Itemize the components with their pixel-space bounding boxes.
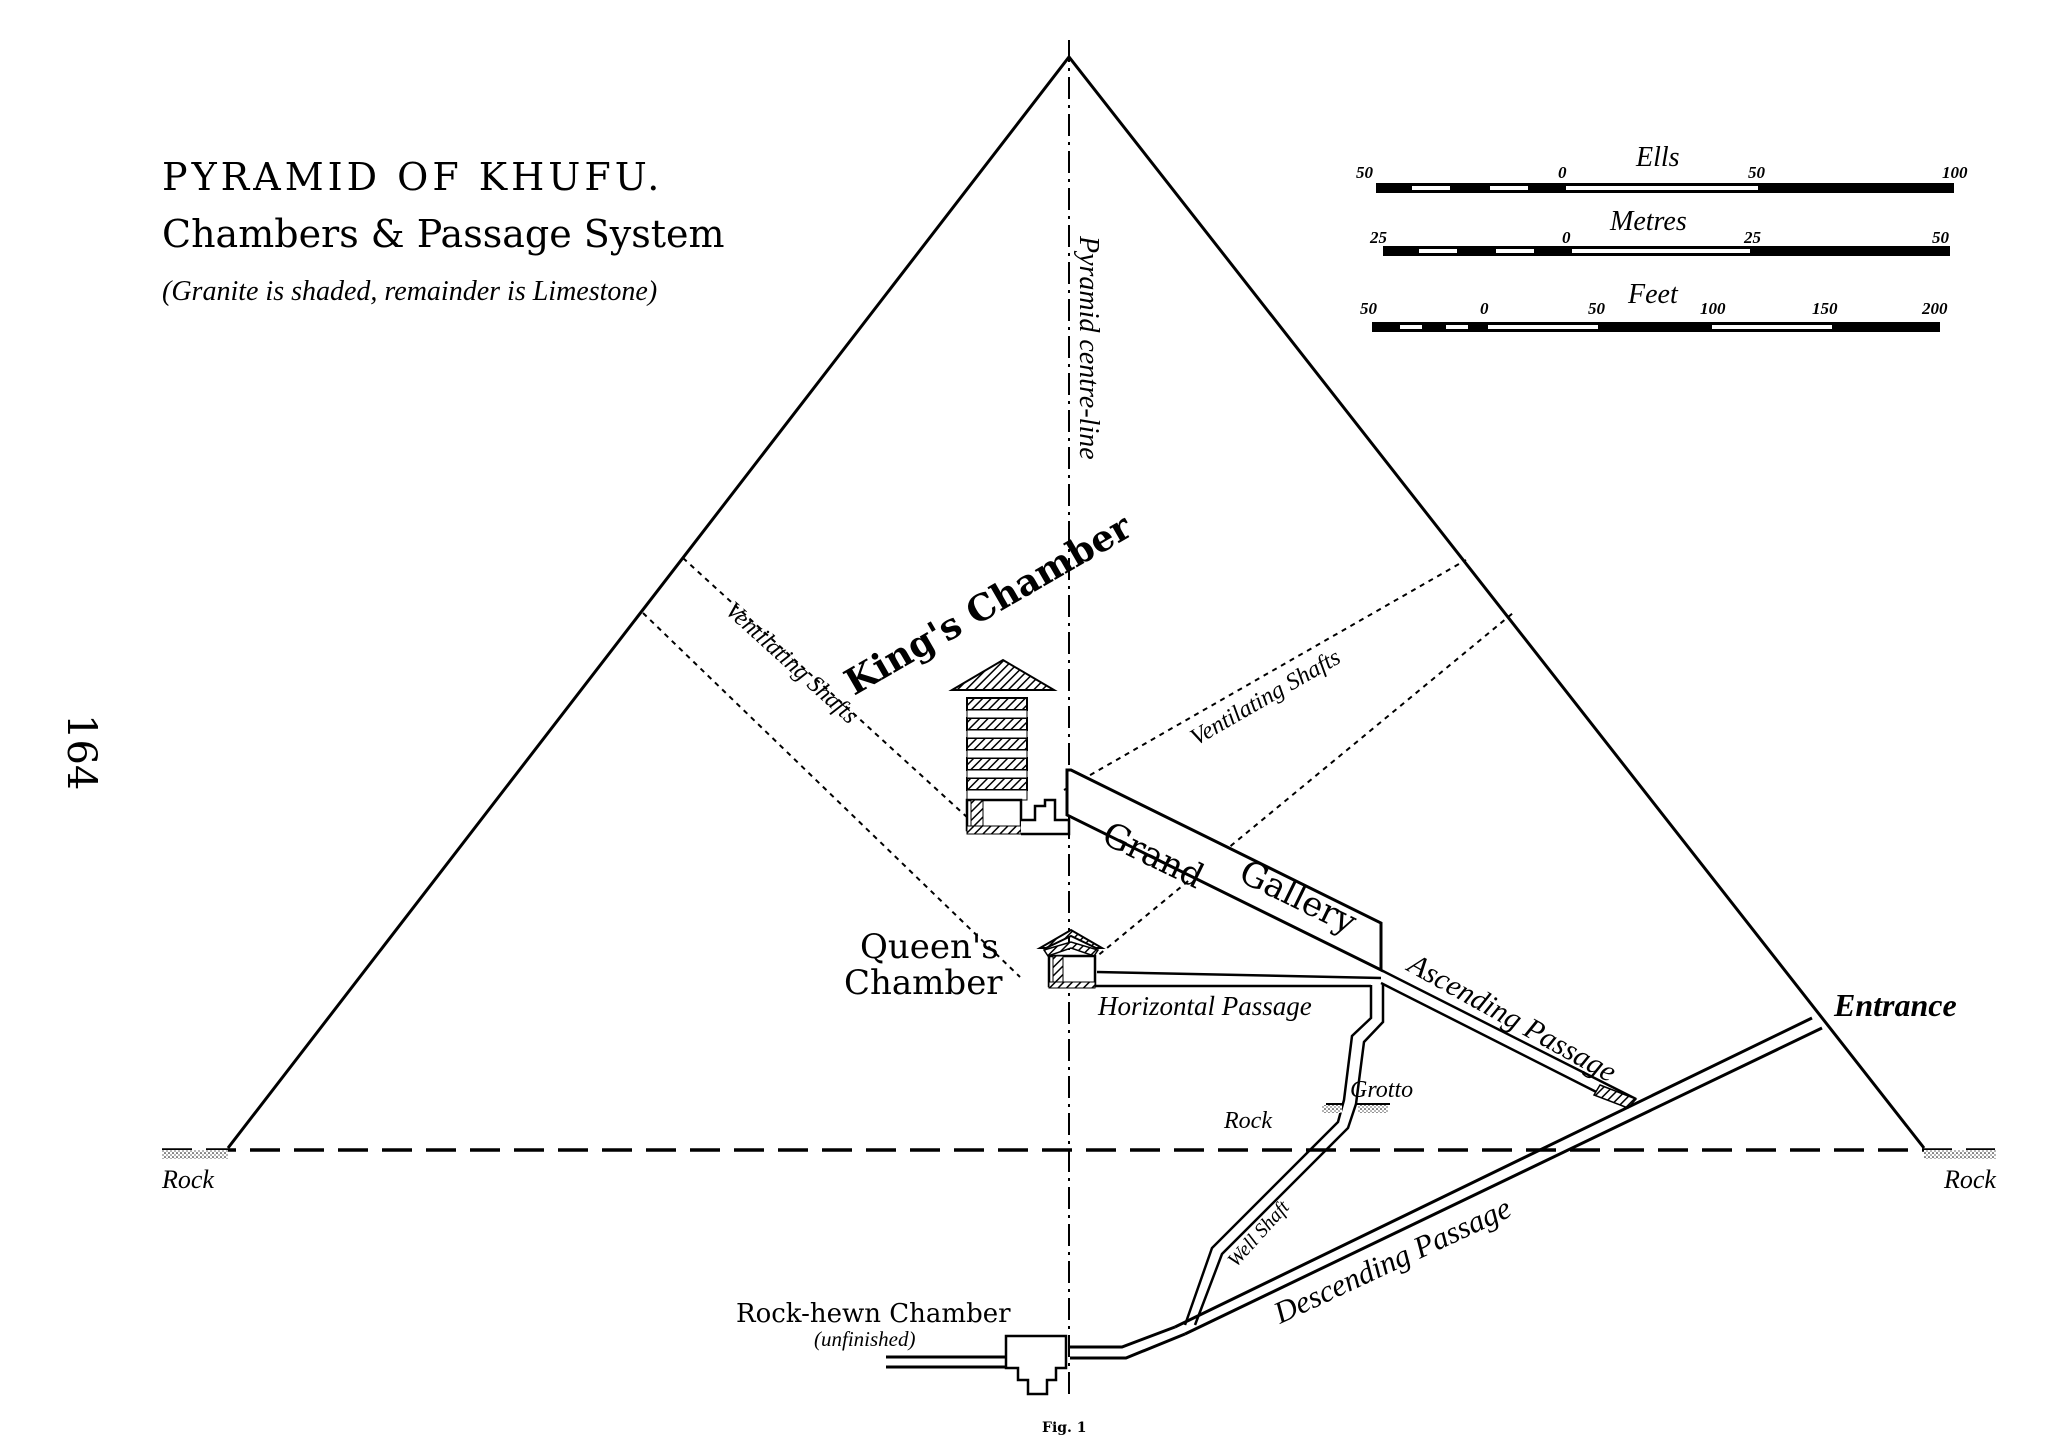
- descending-passage: [1174, 1016, 1823, 1336]
- scale-feet-tick-2: 50: [1588, 299, 1606, 318]
- entrance-label: Entrance: [1833, 987, 1957, 1023]
- ventilating-shafts: [642, 557, 1514, 978]
- scale-feet-tick-3: 100: [1700, 299, 1726, 318]
- centre-line-label: Pyramid centre-line: [1073, 235, 1104, 460]
- rock-stipple-left: [162, 1150, 228, 1159]
- unfinished-label: (unfinished): [814, 1327, 915, 1351]
- horizontal-passage: [1075, 970, 1382, 988]
- scale-metres-name: Metres: [1609, 206, 1687, 237]
- queens-label-2: Chamber: [844, 963, 1003, 1003]
- scale-feet-tick-5: 200: [1921, 299, 1948, 318]
- descending-label: Descending Passage: [1267, 1190, 1516, 1331]
- queens-chamber-shape: [1036, 928, 1106, 989]
- grotto-stipple-left: [1322, 1105, 1342, 1113]
- kings-chamber-shape: [948, 658, 1071, 836]
- ascending-label: Ascending Passage: [1401, 946, 1622, 1089]
- scale-ells-tick-0: 50: [1356, 163, 1374, 182]
- scale-metres-tick-2: 25: [1743, 228, 1762, 247]
- ascending-passage: [1380, 968, 1637, 1110]
- grotto-label: Grotto: [1350, 1077, 1413, 1103]
- scale-metres-tick-3: 50: [1932, 228, 1950, 247]
- scale-ells-tick-2: 50: [1748, 163, 1766, 182]
- grotto-stipple-right: [1358, 1105, 1388, 1113]
- rock-inner-label: Rock: [1223, 1108, 1272, 1134]
- scale-feet-tick-4: 150: [1812, 299, 1838, 318]
- title-line3: (Granite is shaded, remainder is Limesto…: [162, 276, 657, 307]
- rock-left-label: Rock: [161, 1165, 214, 1194]
- rock-hewn-label: Rock-hewn Chamber: [736, 1299, 1011, 1329]
- grand-gallery: [1065, 768, 1383, 973]
- title-line2: Chambers & Passage System: [162, 212, 725, 256]
- vent-right-label: Ventilating Shafts: [1186, 644, 1345, 751]
- scale-metres-tick-0: 25: [1369, 228, 1388, 247]
- rock-stipple-right: [1924, 1150, 1996, 1159]
- scale-bars: [1372, 183, 1954, 332]
- scale-feet-name: Feet: [1627, 279, 1679, 310]
- scale-ells-tick-1: 0: [1558, 163, 1567, 182]
- scale-ells-tick-3: 100: [1942, 163, 1968, 182]
- figure-caption: Fig. 1: [1042, 1420, 1087, 1436]
- rock-hewn-chamber-shape: [1004, 1334, 1068, 1396]
- queens-label-1: Queen's: [860, 927, 999, 967]
- horizontal-label: Horizontal Passage: [1097, 991, 1312, 1021]
- vent-left-label: Ventilating Shafts: [720, 597, 863, 729]
- title-line1: PYRAMID OF KHUFU.: [162, 155, 663, 199]
- scale-feet-tick-1: 0: [1480, 299, 1489, 318]
- scale-ells-name: Ells: [1635, 142, 1680, 173]
- scale-metres-tick-1: 0: [1562, 228, 1571, 247]
- well-shaft-label: Well Shaft: [1223, 1196, 1294, 1271]
- rock-right-label: Rock: [1943, 1165, 1996, 1194]
- scale-feet-tick-0: 50: [1360, 299, 1378, 318]
- page-number: 164: [58, 714, 104, 790]
- lower-horizontal-passage: [886, 1325, 1186, 1369]
